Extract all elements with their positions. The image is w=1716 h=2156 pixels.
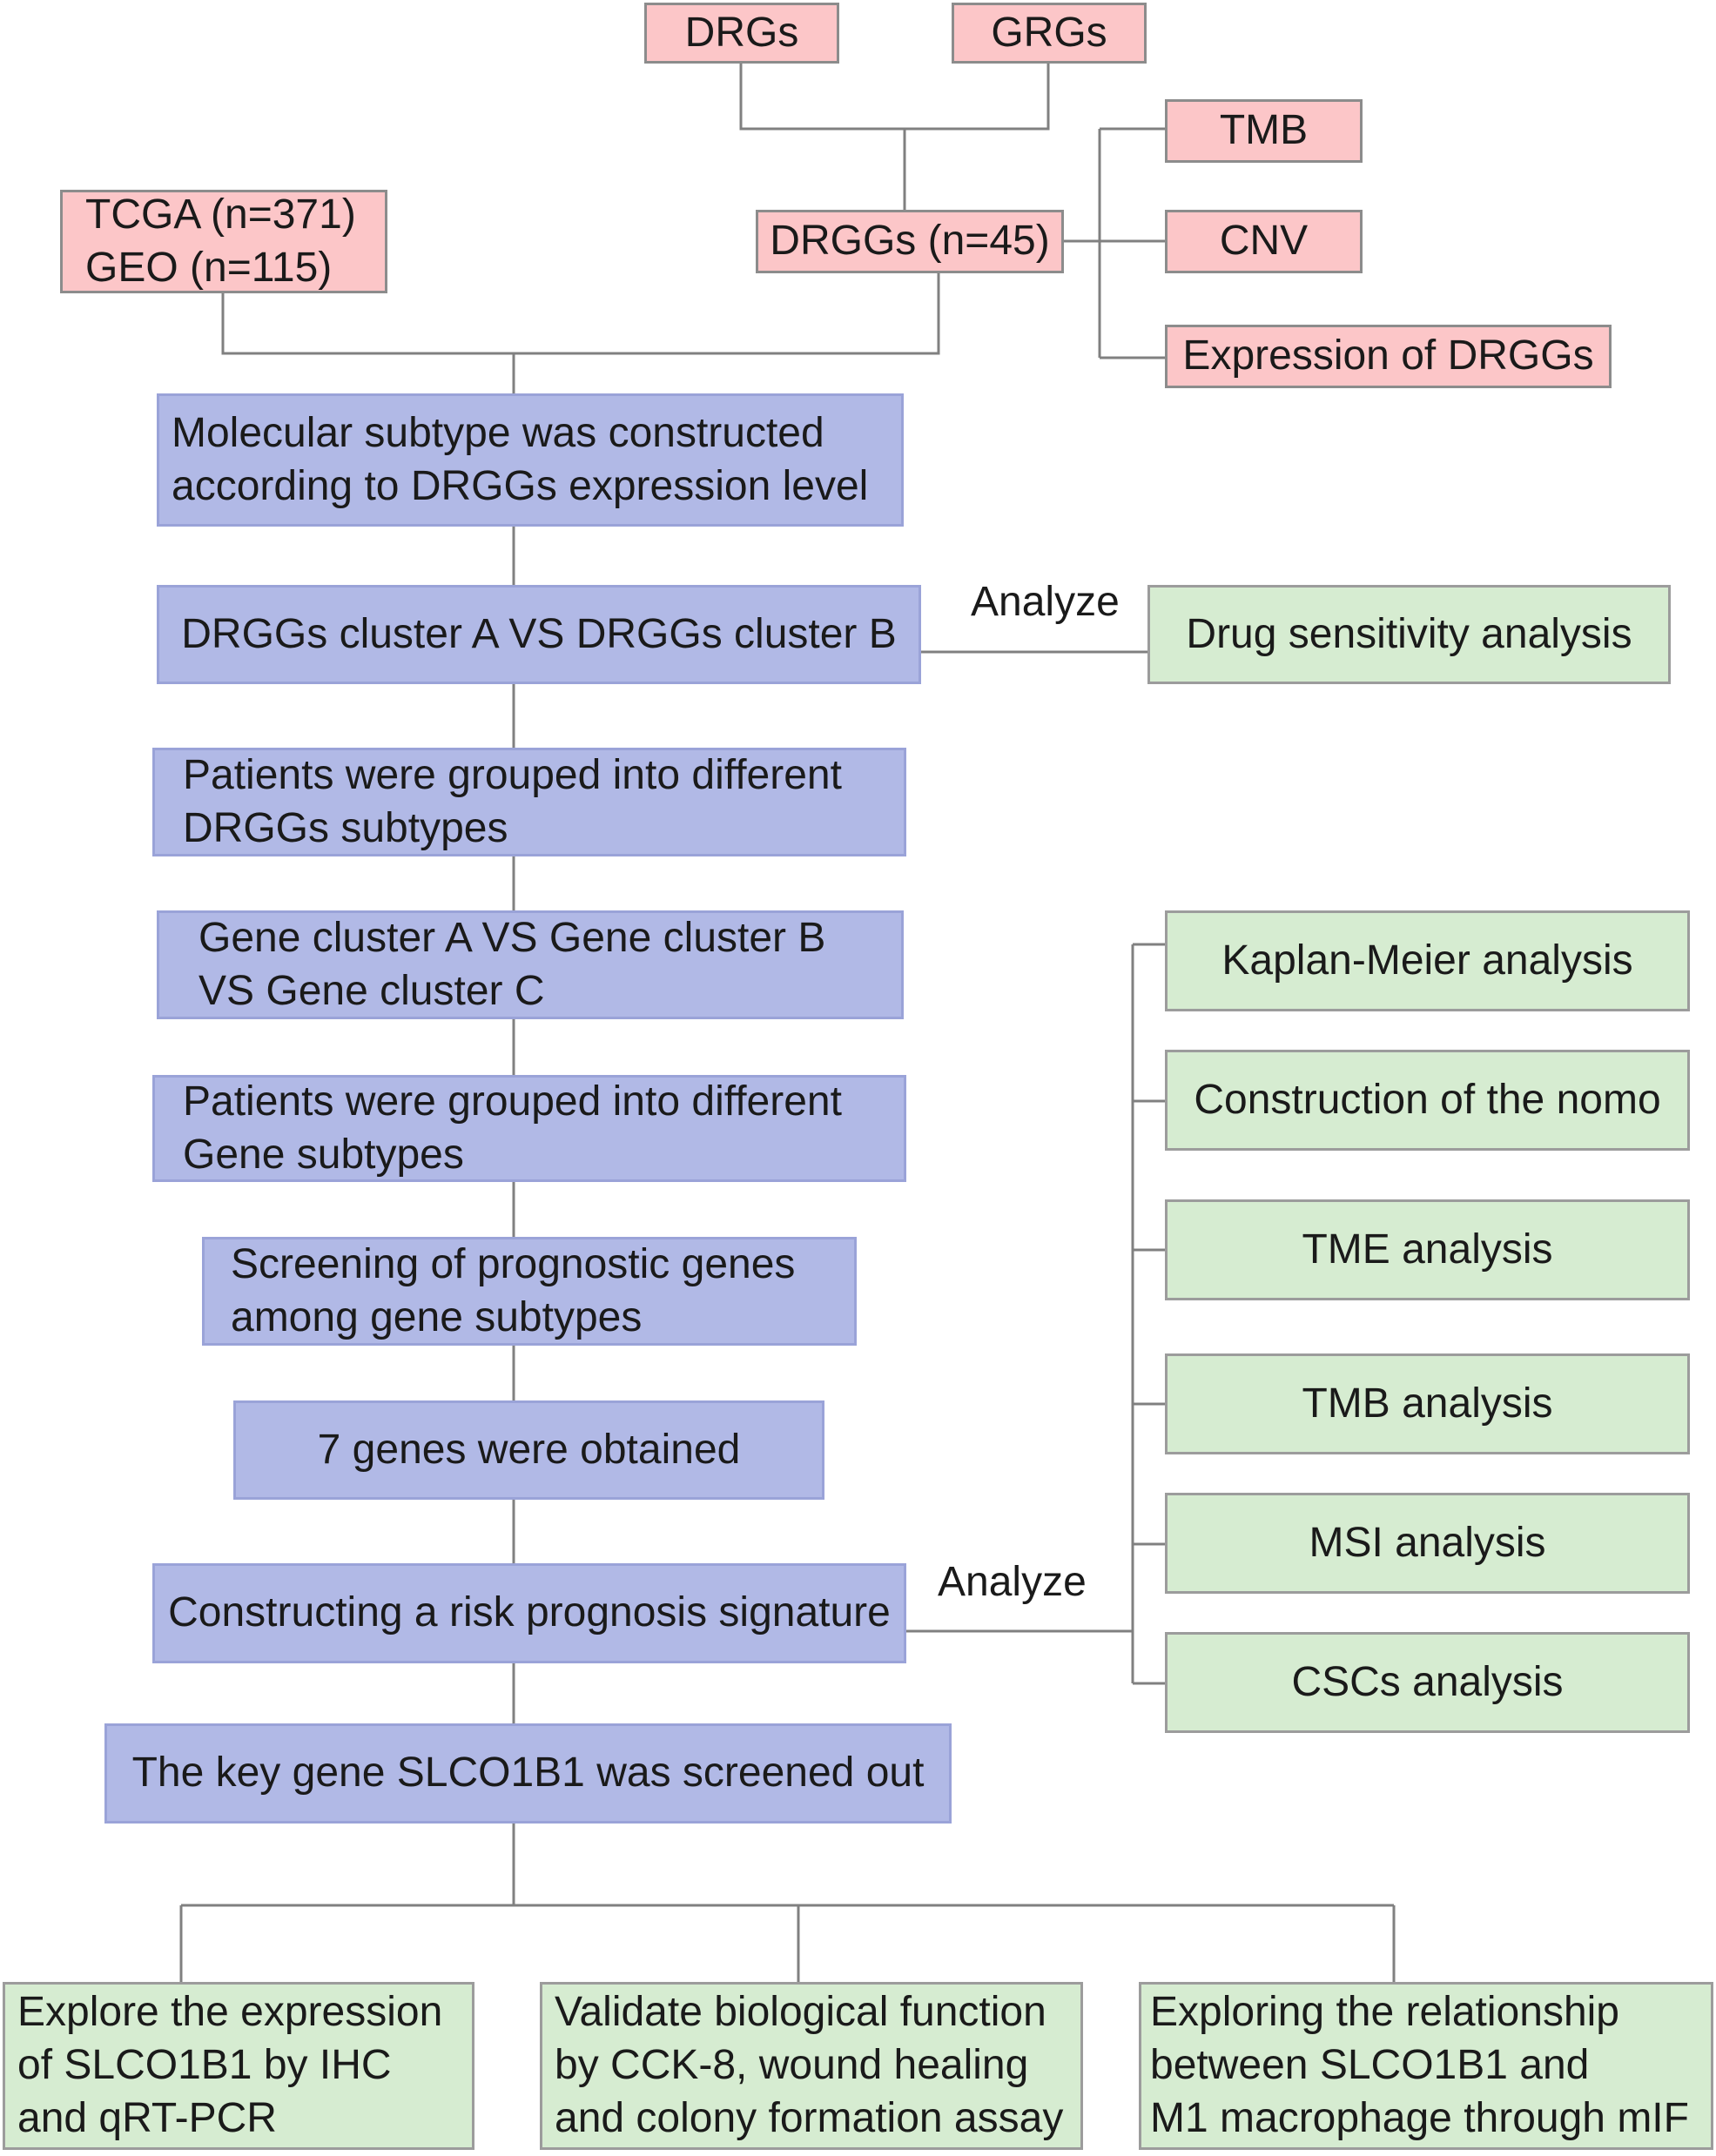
step-drggs-subtypes: Patients were grouped into different DRG… xyxy=(152,748,906,856)
step-drggs-cluster: DRGGs cluster A VS DRGGs cluster B xyxy=(157,585,921,684)
tcga-geo-label: TCGA (n=371) GEO (n=115) xyxy=(85,191,356,291)
step-key-gene-label: The key gene SLCO1B1 was screened out xyxy=(131,1750,925,1797)
validation-ihc-box: Explore the expression of SLCO1B1 by IHC… xyxy=(3,1982,474,2150)
expression-drggs-box: Expression of DRGGs xyxy=(1165,325,1612,388)
step-gene-subtypes-label: Patients were grouped into different Gen… xyxy=(183,1078,842,1178)
step-molecular-subtype: Molecular subtype was constructed accord… xyxy=(157,393,904,527)
cnv-box: CNV xyxy=(1165,210,1363,273)
connector-drggs-down xyxy=(514,273,940,355)
analysis-label-tme: TME analysis xyxy=(1302,1226,1553,1273)
connector-drgs xyxy=(739,64,905,131)
analyze-label-drug: Analyze xyxy=(971,579,1120,625)
step-key-gene: The key gene SLCO1B1 was screened out xyxy=(104,1723,952,1824)
step-gene-cluster: Gene cluster A VS Gene cluster B VS Gene… xyxy=(157,910,904,1019)
validation-cck8-box: Validate biological function by CCK-8, w… xyxy=(540,1982,1083,2150)
connector-tcga xyxy=(221,293,514,355)
step-risk-signature: Constructing a risk prognosis signature xyxy=(152,1563,906,1663)
step-risk-signature-label: Constructing a risk prognosis signature xyxy=(168,1589,891,1636)
tmb-label: TMB xyxy=(1219,107,1309,154)
expression-drggs-label: Expression of DRGGs xyxy=(1182,332,1594,379)
step-gene-cluster-label: Gene cluster A VS Gene cluster B VS Gene… xyxy=(199,914,826,1014)
analysis-label-tmb: TMB analysis xyxy=(1302,1380,1553,1427)
analysis-label-cscs: CSCs analysis xyxy=(1291,1658,1564,1705)
analysis-label-kaplan-meier: Kaplan-Meier analysis xyxy=(1221,937,1633,984)
grgs-box: GRGs xyxy=(952,3,1147,64)
validation-cck8-label: Validate biological function by CCK-8, w… xyxy=(555,1989,1064,2141)
cnv-label: CNV xyxy=(1219,218,1309,265)
analysis-box-cscs: CSCs analysis xyxy=(1165,1632,1690,1733)
analysis-box-msi: MSI analysis xyxy=(1165,1493,1690,1594)
step-drggs-cluster-label: DRGGs cluster A VS DRGGs cluster B xyxy=(181,610,897,657)
drug-sensitivity-box: Drug sensitivity analysis xyxy=(1147,585,1671,684)
analysis-box-nomo: Construction of the nomo xyxy=(1165,1050,1690,1151)
analysis-label-msi: MSI analysis xyxy=(1309,1519,1546,1566)
validation-mif-box: Exploring the relationship between SLCO1… xyxy=(1139,1982,1713,2150)
drgs-label: DRGs xyxy=(684,9,799,56)
analyze-label-signature: Analyze xyxy=(938,1559,1087,1605)
validation-ihc-label: Explore the expression of SLCO1B1 by IHC… xyxy=(17,1989,443,2141)
drgs-box: DRGs xyxy=(644,3,839,64)
step-seven-genes: 7 genes were obtained xyxy=(233,1400,824,1500)
step-gene-subtypes: Patients were grouped into different Gen… xyxy=(152,1075,906,1182)
connector-grgs xyxy=(905,64,1050,131)
analysis-box-tmb: TMB analysis xyxy=(1165,1353,1690,1454)
validation-mif-label: Exploring the relationship between SLCO1… xyxy=(1150,1989,1689,2141)
analysis-label-nomo: Construction of the nomo xyxy=(1194,1076,1661,1123)
drug-sensitivity-label: Drug sensitivity analysis xyxy=(1186,610,1632,657)
tmb-box: TMB xyxy=(1165,99,1363,163)
step-screening-prognostic: Screening of prognostic genes among gene… xyxy=(202,1237,857,1346)
drggs-label: DRGGs (n=45) xyxy=(770,218,1050,265)
step-molecular-subtype-label: Molecular subtype was constructed accord… xyxy=(172,409,869,509)
step-screening-prognostic-label: Screening of prognostic genes among gene… xyxy=(231,1240,796,1340)
grgs-label: GRGs xyxy=(991,9,1107,56)
analysis-box-tme: TME analysis xyxy=(1165,1199,1690,1300)
step-seven-genes-label: 7 genes were obtained xyxy=(317,1426,741,1473)
drggs-box: DRGGs (n=45) xyxy=(756,210,1064,273)
analysis-box-kaplan-meier: Kaplan-Meier analysis xyxy=(1165,910,1690,1011)
tcga-geo-box: TCGA (n=371) GEO (n=115) xyxy=(60,190,387,293)
step-drggs-subtypes-label: Patients were grouped into different DRG… xyxy=(183,751,842,851)
